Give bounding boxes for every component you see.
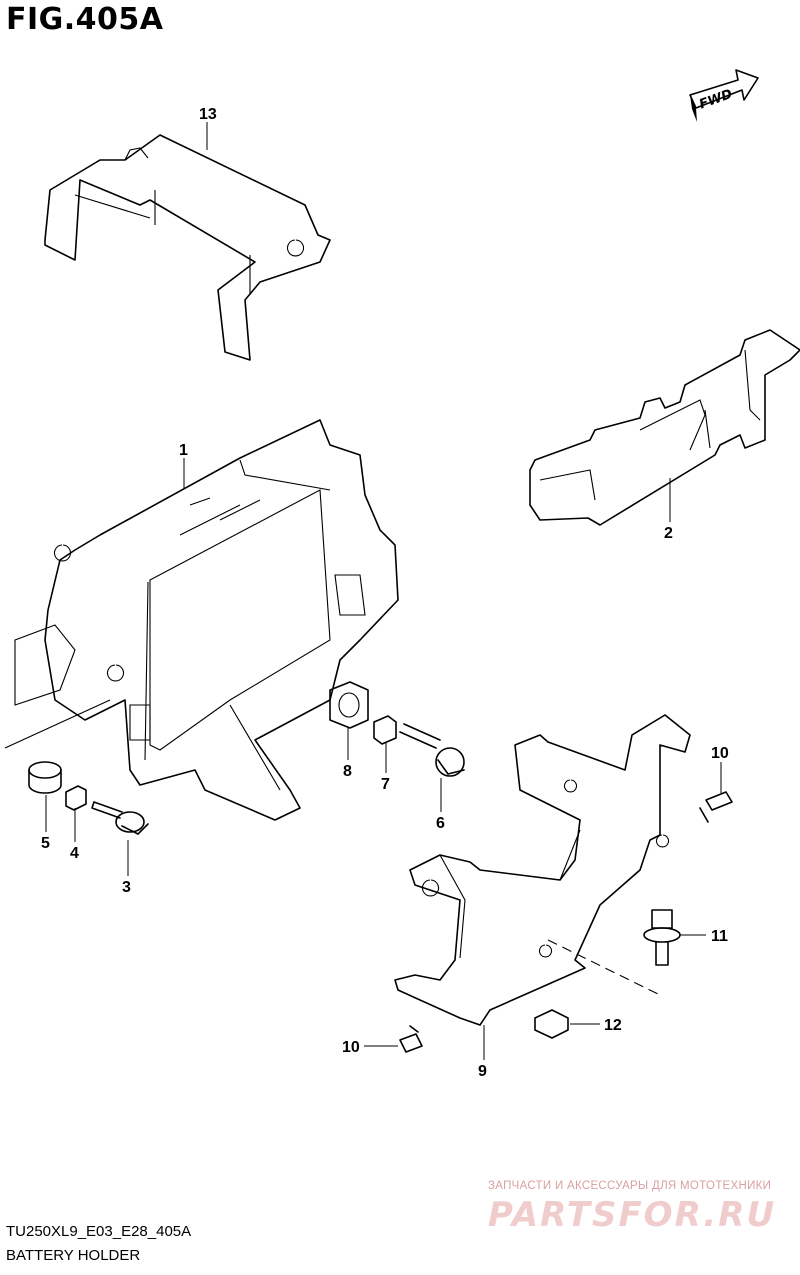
part-7-collar bbox=[373, 715, 397, 745]
part-10-bolt-upper bbox=[699, 791, 733, 823]
part-13-upper-bracket bbox=[44, 134, 331, 361]
callout-13: 13 bbox=[199, 106, 217, 123]
part-9-lower-bracket bbox=[394, 714, 691, 1026]
callout-9: 9 bbox=[478, 1063, 487, 1080]
callout-4: 4 bbox=[70, 845, 79, 862]
part-3-bolt bbox=[91, 801, 149, 835]
figure-code: TU250XL9_E03_E28_405A bbox=[6, 1223, 192, 1240]
callout-10-upper: 10 bbox=[711, 745, 729, 762]
fwd-arrow-icon: FWD bbox=[689, 69, 759, 122]
callout-7: 7 bbox=[381, 776, 390, 793]
watermark-logo: PARTSFOR.RU bbox=[488, 1195, 777, 1235]
callout-8: 8 bbox=[343, 763, 352, 780]
callout-6: 6 bbox=[436, 815, 445, 832]
part-6-bolt bbox=[399, 723, 465, 777]
part-10-bolt-lower bbox=[399, 1025, 423, 1053]
callout-3: 3 bbox=[122, 879, 131, 896]
watermark-tagline: ЗАПЧАСТИ И АКСЕССУАРЫ ДЛЯ МОТОТЕХНИКИ bbox=[488, 1180, 772, 1192]
figure-title: FIG.405A bbox=[6, 2, 164, 37]
part-4-collar bbox=[65, 785, 87, 811]
callout-1: 1 bbox=[179, 442, 188, 459]
callout-5: 5 bbox=[41, 835, 50, 852]
callout-12: 12 bbox=[604, 1017, 622, 1034]
callout-11: 11 bbox=[711, 928, 728, 945]
callout-10-lower: 10 bbox=[342, 1039, 360, 1056]
part-12-nut bbox=[534, 1009, 569, 1039]
part-11-bolt bbox=[643, 909, 681, 966]
leader-lines bbox=[45, 122, 722, 1060]
callout-2: 2 bbox=[664, 525, 673, 542]
part-1-battery-case bbox=[4, 419, 399, 821]
figure-caption: BATTERY HOLDER bbox=[6, 1247, 141, 1264]
part-5-grommet bbox=[28, 761, 62, 794]
part-8-grommet bbox=[329, 681, 369, 729]
part-2-right-bracket bbox=[529, 329, 800, 526]
